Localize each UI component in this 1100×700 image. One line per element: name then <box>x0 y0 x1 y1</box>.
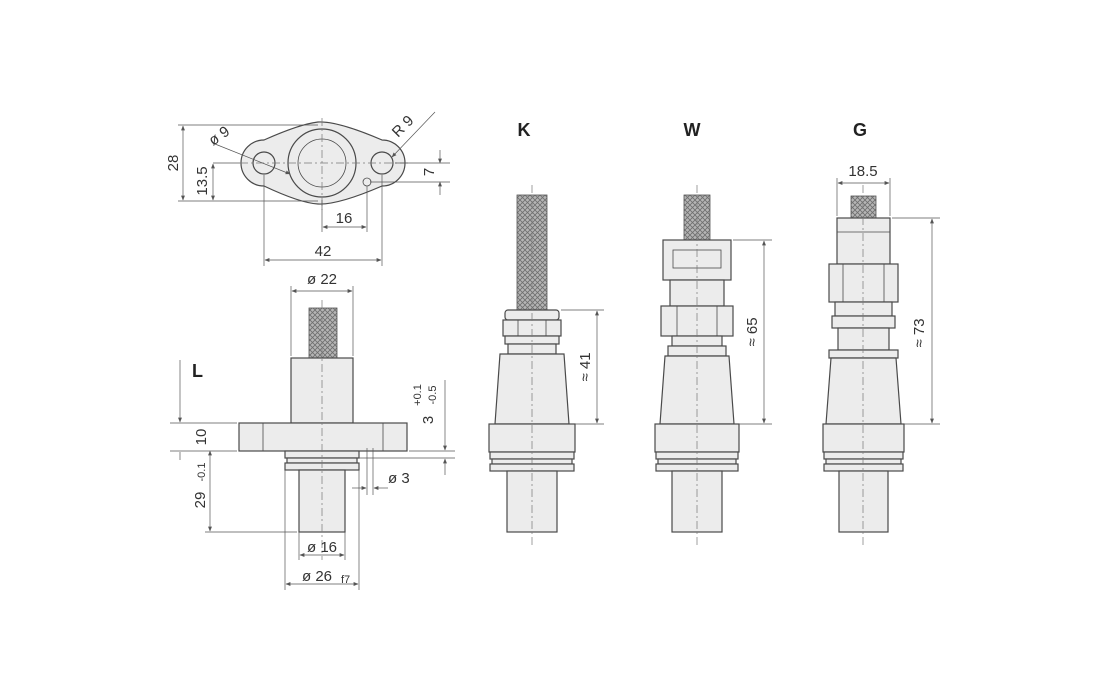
groove-tol-lower: -0.5 <box>427 386 439 405</box>
body-g <box>825 357 902 425</box>
flange-l <box>238 422 408 452</box>
view-g: G 18.5 ≈ 73 <box>822 120 940 545</box>
cable-k <box>516 194 548 312</box>
spigot-g <box>838 470 889 533</box>
view-l-title: L <box>192 361 203 381</box>
view-l: L ø 22 10 3 <box>170 271 455 590</box>
g-length-label: ≈ 73 <box>911 318 928 347</box>
cable-l <box>308 307 338 361</box>
radius-label: R 9 <box>389 112 418 141</box>
hole-spacing-label: 42 <box>315 243 332 260</box>
groove-depth-label: 3 <box>420 416 437 424</box>
collar-dia-label: ø 26 <box>302 568 332 585</box>
flange-top-view: 28 13.5 ø 9 R 9 7 16 42 <box>165 111 450 266</box>
hole-dia-label: ø 9 <box>206 123 234 149</box>
w-length-label: ≈ 65 <box>744 317 761 346</box>
flange-height-label: 28 <box>165 155 182 172</box>
g-width-label: 18.5 <box>848 163 877 180</box>
view-k: K ≈ 41 <box>488 120 604 545</box>
view-w: W ≈ 65 <box>654 120 772 545</box>
view-k-title: K <box>518 120 531 140</box>
k-length-label: ≈ 41 <box>577 352 594 381</box>
view-g-title: G <box>853 120 867 140</box>
groove-tol-upper: +0.1 <box>412 384 424 406</box>
collar-fit-label: f7 <box>341 574 350 586</box>
length-tol-label: -0.1 <box>196 463 208 482</box>
length-label: 29 <box>192 492 209 509</box>
groove-dia-label: ø 3 <box>388 470 410 487</box>
spigot-dia-label: ø 16 <box>307 539 337 556</box>
flange-center-height-label: 13.5 <box>194 166 211 195</box>
body-dia-label: ø 22 <box>307 271 337 288</box>
flange-thk-label: 10 <box>193 429 210 446</box>
hole-offset-label: 16 <box>336 210 353 227</box>
cap-g <box>836 217 891 265</box>
view-w-title: W <box>684 120 701 140</box>
small-offset-label: 7 <box>421 168 438 176</box>
cable-g <box>850 195 877 219</box>
